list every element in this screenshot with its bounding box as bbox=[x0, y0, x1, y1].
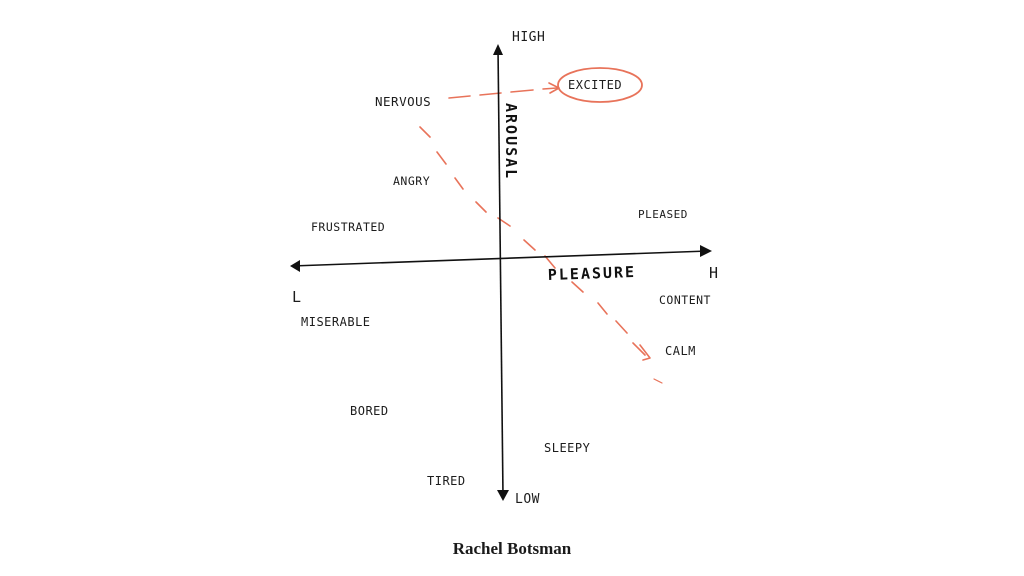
emotion-miserable: MISERABLE bbox=[301, 315, 371, 329]
emotion-content: CONTENT bbox=[659, 293, 711, 307]
nervous-to-calm-arrow bbox=[419, 126, 663, 384]
arrow-down-icon bbox=[497, 490, 509, 501]
excited-highlight-circle bbox=[557, 67, 643, 103]
emotion-excited: EXCITED bbox=[568, 78, 622, 92]
emotion-tired: TIRED bbox=[427, 474, 466, 488]
nervous-to-excited-arrow bbox=[448, 82, 560, 99]
horizontal-axis bbox=[290, 245, 712, 272]
emotion-calm: CALM bbox=[665, 344, 696, 358]
axis-low-label: LOW bbox=[515, 492, 540, 507]
emotion-sleepy: SLEEPY bbox=[544, 441, 591, 455]
axis-l-label: L bbox=[292, 288, 302, 306]
arousal-axis-title: AROUSAL bbox=[502, 103, 520, 180]
axis-h-label: H bbox=[709, 264, 719, 282]
axis-high-label: HIGH bbox=[512, 30, 545, 45]
author-credit: Rachel Botsman bbox=[452, 539, 572, 558]
emotion-bored: BORED bbox=[350, 404, 389, 418]
emotion-nervous: NERVOUS bbox=[375, 94, 431, 109]
vertical-axis bbox=[493, 44, 509, 501]
emotion-frustrated: FRUSTRATED bbox=[311, 220, 385, 234]
emotion-angry: ANGRY bbox=[393, 174, 430, 188]
arrow-left-icon bbox=[290, 260, 300, 272]
pleasure-axis-title: PLEASURE bbox=[548, 263, 637, 284]
arrow-right-icon bbox=[700, 245, 712, 257]
emotion-pleased: PLEASED bbox=[638, 208, 688, 221]
arrow-up-icon bbox=[493, 44, 503, 55]
